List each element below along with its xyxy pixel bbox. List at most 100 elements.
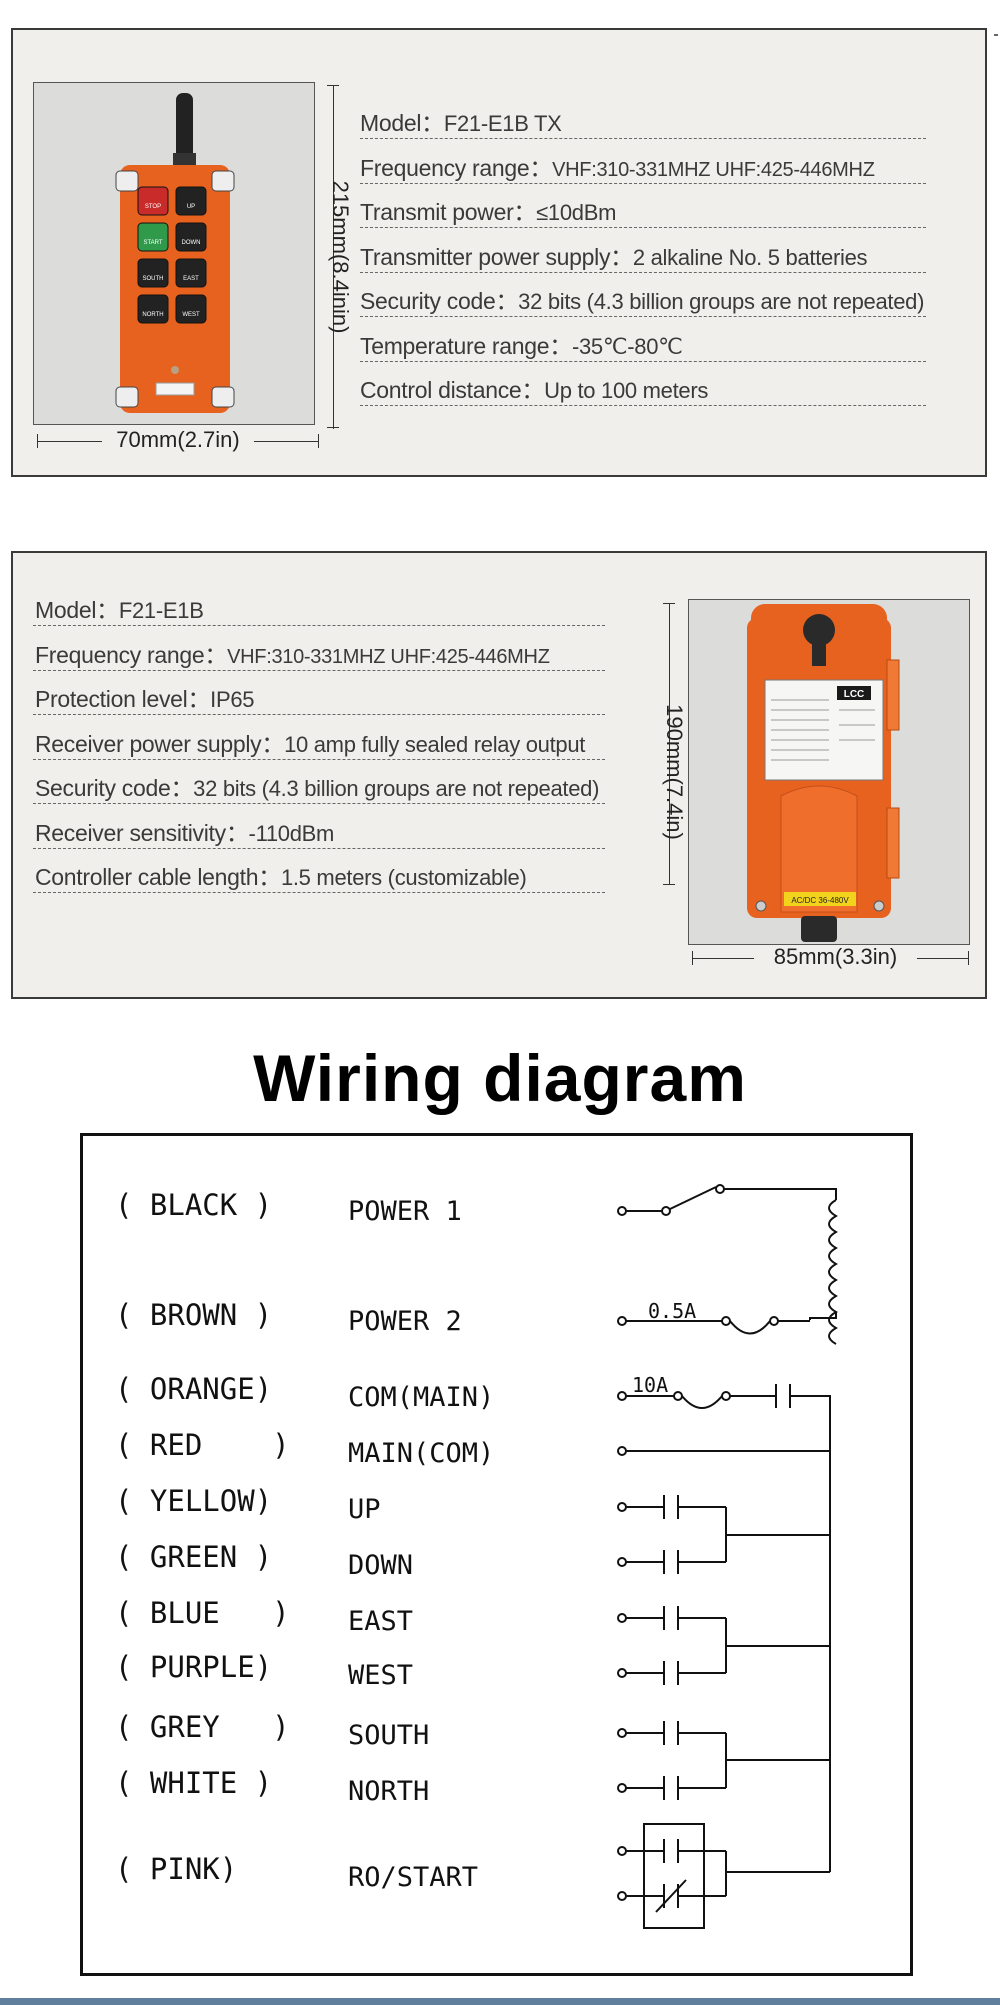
keypad-button [137,294,169,324]
keypad-button-label: WEST [182,312,200,318]
receiver-voltage-label: AC/DC 36-480V [791,896,849,905]
height-dimension-line [333,85,334,429]
receiver-spec-panel: Model：F21-E1B Frequency range：VHF:310-331… [11,551,987,999]
wire-function-label: RO/START [348,1862,479,1893]
spec-divider [33,758,605,760]
height-dimension-line [669,603,670,885]
spec-divider [33,669,605,671]
height-dimension-cap-top [663,603,675,604]
spec-value: 32 bits (4.3 billion groups are not repe… [193,776,600,801]
spec-divider [360,227,926,228]
spec-row: Protection level：IP65 [35,680,255,714]
spec-label: Receiver sensitivity： [35,819,249,846]
wiring-diagram-title: Wiring diagram [253,1041,747,1115]
spec-divider [360,316,926,317]
keypad-button [137,222,169,252]
keypad-button [175,294,207,324]
wire-color-label: ( YELLOW) [115,1484,273,1518]
wire-function-label: UP [348,1494,381,1525]
spec-divider [360,271,926,273]
spec-divider [360,182,926,184]
width-dimension-line-right [917,958,969,959]
spec-row: Transmitter power supply：2 alkaline No. … [360,238,868,272]
wire-color-label: ( PINK) [115,1852,238,1886]
keypad-button-label: START [143,240,162,246]
wire-color-label: ( RED ) [115,1428,290,1462]
spec-row: Frequency range：VHF:310-331MHZ UHF:425-4… [360,149,875,183]
keypad-button [137,258,169,288]
wire-color-label: ( BLUE ) [115,1596,290,1630]
spec-label: Model： [360,110,444,136]
spec-value: Up to 100 meters [544,378,709,403]
wire-function-label: EAST [348,1606,414,1637]
spec-row: Receiver sensitivity：-110dBm [35,814,334,848]
spec-value: VHF:310-331MHZ UHF:425-446MHZ [552,158,875,181]
width-dimension-cap-left [692,951,693,965]
spec-divider [33,714,605,715]
spec-value: 32 bits (4.3 billion groups are not repe… [518,289,925,314]
spec-divider [360,405,926,406]
receiver-brand-label: LCC [844,689,865,700]
receiver-photo: LCC AC/DC 36-480V [688,599,970,945]
height-dimension-cap-bottom [327,427,339,428]
wire-function-label: NORTH [348,1776,430,1807]
height-dimension-cap-bottom [663,884,675,885]
keypad-button-label: NORTH [142,312,163,318]
width-dimension-line-left [37,441,102,442]
wire-color-label: ( GREY ) [115,1710,290,1744]
keypad-button-label: SOUTH [143,276,164,282]
keypad-button-label: DOWN [182,240,201,246]
spec-label: Model： [35,597,119,623]
keypad-button [175,258,207,288]
spec-label: Frequency range： [360,154,553,181]
keypad-button [137,186,169,216]
spec-label: Transmit power： [360,199,537,225]
edge-mark [994,34,998,36]
wiring-diagram-frame [80,1133,913,1976]
width-dimension-line-left [692,958,754,959]
wire-function-label: POWER 2 [348,1306,462,1337]
spec-value: IP65 [210,687,255,712]
bottom-accent-bar [0,1998,1000,2005]
fuse-rating-10a: 10A [632,1373,668,1397]
spec-row: Model：F21-E1B [35,591,204,625]
receiver-illustration: LCC AC/DC 36-480V [747,604,900,942]
spec-divider [33,625,605,626]
spec-value: 10 amp fully sealed relay output [284,731,586,757]
spec-value: -35℃-80℃ [571,333,683,359]
spec-row: Model：F21-E1B TX [360,104,562,138]
spec-divider [360,360,926,362]
spec-row: Transmit power：≤10dBm [360,193,616,227]
wire-function-label: WEST [348,1660,414,1691]
spec-value: 2 alkaline No. 5 batteries [632,244,868,270]
spec-value: ≤10dBm [536,200,617,225]
transmitter-width-label: 70mm(2.7in) [116,427,240,452]
height-dimension-cap-top [327,85,339,86]
spec-label: Temperature range： [360,332,572,359]
keypad-button [175,222,207,252]
spec-divider [33,892,605,893]
keypad-button-label: UP [187,204,195,210]
wire-function-label: COM(MAIN) [348,1382,495,1413]
wire-function-label: SOUTH [348,1720,430,1751]
wire-function-label: DOWN [348,1550,414,1581]
spec-value: VHF:310-331MHZ UHF:425-446MHZ [227,645,550,668]
spec-value: -110dBm [248,820,335,846]
receiver-width-label: 85mm(3.3in) [773,944,898,969]
spec-label: Protection level： [35,686,211,712]
width-dimension-line-right [254,441,319,442]
spec-row: Receiver power supply：10 amp fully seale… [35,725,585,759]
spec-row: Control distance：Up to 100 meters [360,371,708,405]
wire-function-label: POWER 1 [348,1196,462,1227]
spec-divider [360,138,926,139]
spec-label: Receiver power supply： [35,730,285,757]
spec-label: Security code： [35,775,194,801]
spec-label: Security code： [360,288,519,314]
spec-label: Frequency range： [35,641,228,668]
width-dimension-cap-left [37,434,38,448]
width-dimension-cap-right [318,434,319,448]
wire-color-label: ( BLACK ) [115,1188,273,1222]
